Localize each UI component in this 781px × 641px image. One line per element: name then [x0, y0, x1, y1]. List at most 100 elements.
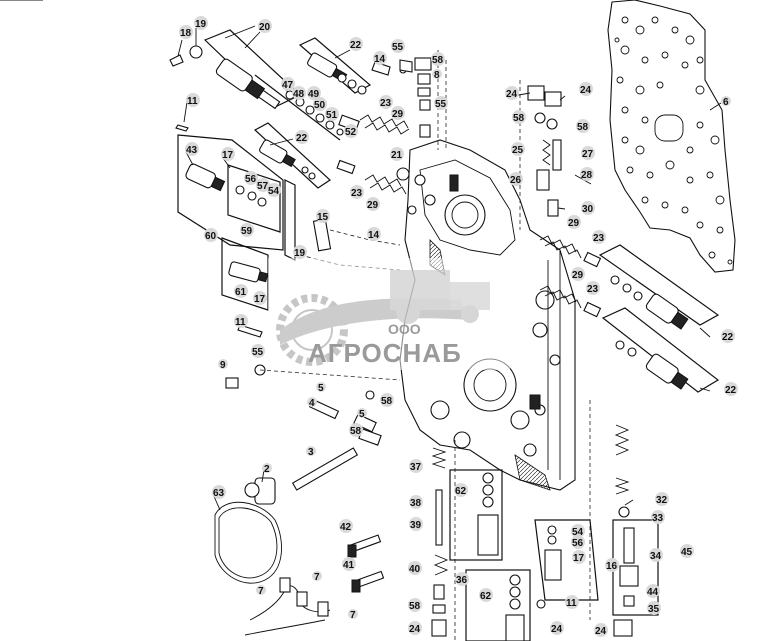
part-label-badge — [655, 492, 669, 506]
part-label-l41: 41 — [343, 560, 355, 571]
watermark-logo — [268, 258, 510, 370]
spring-stack-37-40 — [431, 440, 456, 641]
part-label-l42: 42 — [340, 522, 352, 533]
spring-29-middle — [336, 159, 410, 195]
part-label-l17b: 17 — [254, 294, 266, 305]
part-label-l55c: 55 — [252, 347, 264, 358]
part-label-l17c: 17 — [573, 553, 585, 564]
watermark-company-name: АГРОСНАБ — [308, 338, 462, 368]
part-label-l49: 49 — [308, 89, 320, 100]
part-label-badge — [204, 228, 218, 242]
leader-lines — [0, 0, 722, 511]
part-label-l35: 35 — [648, 604, 660, 615]
part-label-l6: 6 — [723, 97, 729, 108]
solenoid-box-22-upper — [598, 244, 720, 330]
part-label-l23b: 23 — [351, 188, 363, 199]
part-label-badge — [511, 142, 525, 156]
part-label-badge — [179, 25, 193, 39]
part-label-badge — [571, 524, 585, 538]
part-label-l54b: 54 — [572, 527, 584, 538]
part-label-badge — [342, 557, 356, 571]
springs-29-23-right — [539, 235, 602, 318]
part-label-l7b: 7 — [314, 572, 320, 583]
part-label-badge — [649, 548, 663, 562]
part-label-badge — [325, 107, 339, 121]
part-label-badge — [592, 230, 606, 244]
part-label-l19: 19 — [195, 19, 207, 30]
part-label-l8: 8 — [434, 70, 440, 81]
part-label-l22c: 22 — [722, 332, 734, 343]
part-label-l29b: 29 — [367, 200, 379, 211]
part-label-badge — [581, 146, 595, 160]
part-label-l39: 39 — [410, 520, 422, 531]
part-label-badge — [350, 185, 364, 199]
part-label-badge — [293, 245, 307, 259]
part-label-badge — [580, 167, 594, 181]
part-label-l56a: 56 — [245, 174, 257, 185]
part-label-l44: 44 — [647, 587, 659, 598]
wire-harness-7 — [244, 577, 331, 636]
box-16 — [534, 519, 599, 609]
part-label-badge — [408, 561, 422, 575]
part-label-l63: 63 — [213, 488, 225, 499]
part-label-l11c: 11 — [566, 598, 577, 609]
part-label-l56b: 56 — [572, 538, 584, 549]
part-label-l29d: 29 — [572, 270, 584, 281]
part-label-l57: 57 — [257, 181, 269, 192]
part-label-badge — [373, 51, 387, 65]
part-label-l58e: 58 — [350, 426, 362, 437]
part-label-badge — [432, 69, 442, 79]
watermark-prefix: ООО — [388, 321, 421, 337]
part-label-badge — [339, 519, 353, 533]
part-label-l4: 4 — [309, 398, 315, 409]
part-label-badge — [565, 595, 579, 609]
part-label-l54a: 54 — [268, 186, 280, 197]
part-label-badge — [316, 382, 326, 392]
part-label-badge — [251, 344, 265, 358]
part-label-badge — [390, 147, 404, 161]
part-label-badge — [651, 510, 665, 524]
part-label-l20: 20 — [259, 22, 271, 33]
part-label-badge — [647, 601, 661, 615]
part-label-l17a: 17 — [222, 150, 234, 161]
part-label-badge — [307, 397, 317, 407]
part-label-badge — [186, 93, 200, 107]
part-label-l22d: 22 — [725, 385, 737, 396]
part-label-l18: 18 — [180, 28, 192, 39]
part-label-badge — [408, 621, 422, 635]
part-label-badge — [434, 96, 448, 110]
part-label-badge — [244, 171, 258, 185]
left-small-parts — [175, 124, 401, 271]
part-label-l11b: 11 — [235, 317, 246, 328]
part-label-badge — [218, 359, 228, 369]
part-label-badge — [550, 621, 564, 635]
part-label-badge — [256, 585, 266, 595]
part-label-l16: 16 — [606, 561, 618, 572]
part-label-badge — [379, 95, 393, 109]
part-label-l36: 36 — [456, 575, 468, 586]
part-label-l27: 27 — [582, 149, 594, 160]
part-label-l48: 48 — [293, 89, 305, 100]
part-label-badge — [454, 483, 468, 497]
part-label-badge — [581, 201, 595, 215]
part-label-l5a: 5 — [318, 383, 324, 394]
part-label-l7a: 7 — [258, 586, 264, 597]
part-label-l51: 51 — [326, 110, 338, 121]
part-label-badge — [680, 544, 694, 558]
part-label-badge — [234, 284, 248, 298]
part-label-badge — [409, 495, 423, 509]
part-label-badge — [409, 517, 423, 531]
part-label-badge — [349, 423, 363, 437]
part-label-l22b: 22 — [296, 133, 308, 144]
part-label-l58c: 58 — [577, 122, 589, 133]
part-label-badge — [409, 459, 423, 473]
part-label-badge — [349, 37, 363, 51]
box-62-upper — [449, 469, 503, 561]
separator-plate — [607, 0, 736, 273]
part-label-l23a: 23 — [380, 98, 392, 109]
part-label-badge — [344, 124, 358, 138]
part-label-badge — [313, 97, 327, 111]
part-label-l58a: 58 — [432, 55, 444, 66]
part-label-badge — [267, 183, 281, 197]
